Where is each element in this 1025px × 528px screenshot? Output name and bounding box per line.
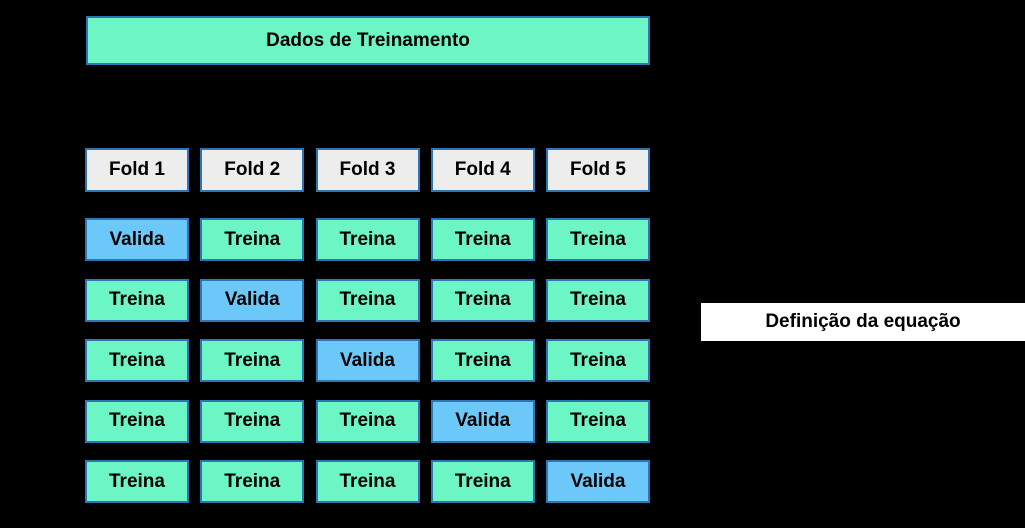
fold-cell-train: Treina: [430, 460, 535, 503]
fold-cell-train: Treina: [430, 339, 535, 382]
fold-cell-train: Treina: [200, 339, 305, 382]
fold-cell-validate: Valida: [315, 339, 420, 382]
fold-cell-train: Treina: [315, 218, 420, 261]
fold-cell-train: Treina: [200, 218, 305, 261]
fold-cell-train: Treina: [430, 218, 535, 261]
training-data-box: Dados de Treinamento: [86, 16, 650, 65]
fold-header-2: Fold 2: [200, 148, 305, 192]
fold-cell-train: Treina: [546, 278, 650, 322]
fold-cell-train: Treina: [85, 399, 189, 443]
fold-cell-train: Treina: [85, 339, 189, 382]
fold-cell-validate: Valida: [546, 460, 650, 503]
equation-definition-box: Definição da equação: [701, 303, 1025, 341]
fold-cell-train: Treina: [546, 399, 650, 443]
fold-cell-train: Treina: [85, 460, 189, 503]
fold-header-4: Fold 4: [430, 148, 535, 192]
fold-header-3: Fold 3: [315, 148, 420, 192]
fold-cell-train: Treina: [200, 460, 305, 503]
fold-cell-validate: Valida: [430, 399, 535, 443]
fold-cell-train: Treina: [546, 218, 650, 261]
fold-header-1: Fold 1: [85, 148, 189, 192]
fold-cell-train: Treina: [546, 339, 650, 382]
equation-definition-label: Definição da equação: [765, 311, 961, 332]
fold-cell-train: Treina: [315, 460, 420, 503]
fold-cell-train: Treina: [315, 399, 420, 443]
fold-cell-train: Treina: [430, 278, 535, 322]
fold-cell-train: Treina: [200, 399, 305, 443]
fold-cell-validate: Valida: [85, 218, 189, 261]
fold-header-5: Fold 5: [546, 148, 650, 192]
fold-cell-train: Treina: [85, 278, 189, 322]
training-data-label: Dados de Treinamento: [266, 29, 470, 51]
fold-cell-train: Treina: [315, 278, 420, 322]
fold-cell-validate: Valida: [200, 278, 305, 322]
